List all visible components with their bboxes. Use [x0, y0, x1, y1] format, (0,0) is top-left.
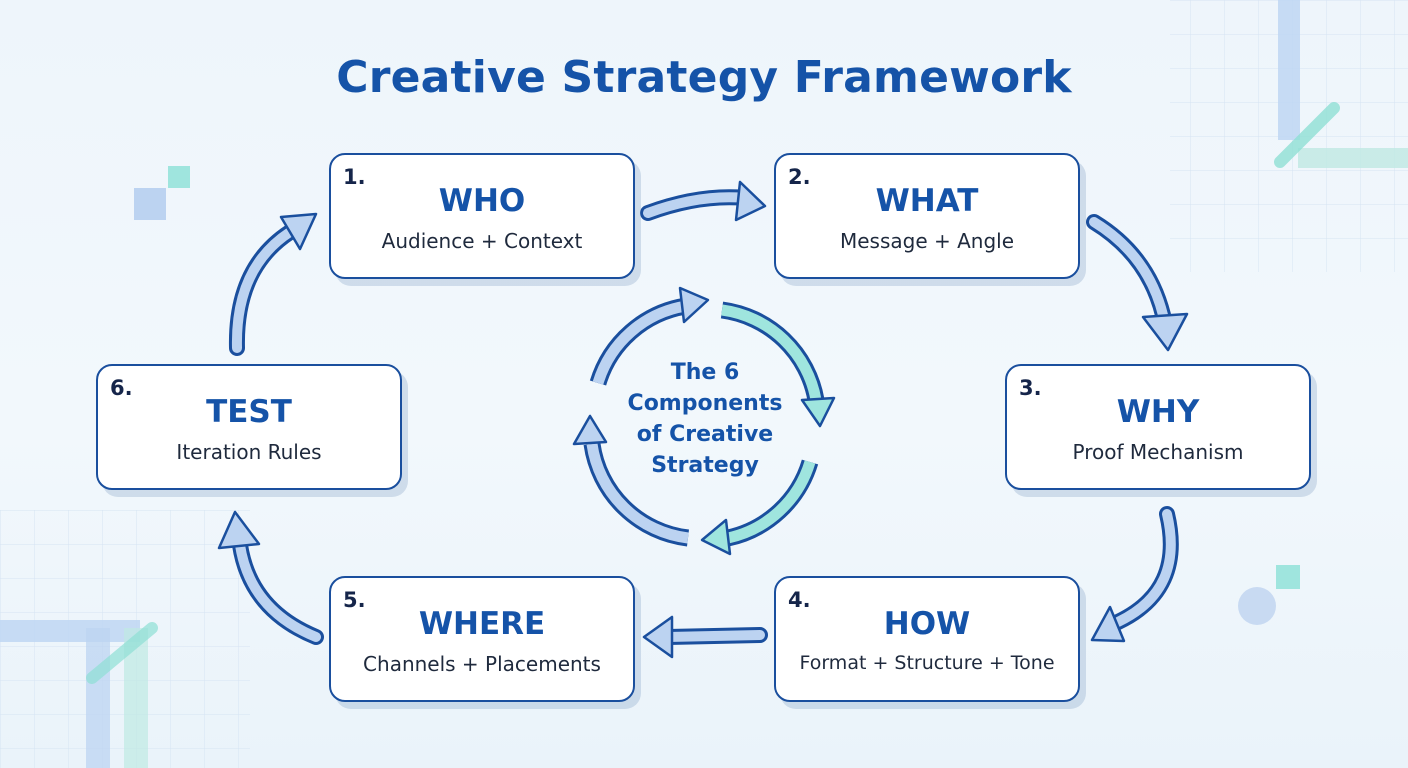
step-card-where: 5. WHERE Channels + Placements — [329, 576, 635, 702]
step-subtitle: Audience + Context — [381, 229, 583, 253]
step-card-why: 3. WHY Proof Mechanism — [1005, 364, 1311, 490]
grid-decoration-bottom-left — [0, 510, 250, 768]
center-label: The 6 Components of Creative Strategy — [604, 357, 806, 481]
step-number: 4. — [788, 588, 811, 612]
step-subtitle: Format + Structure + Tone — [799, 652, 1055, 674]
step-title: TEST — [206, 394, 292, 430]
outer-cycle-arrows — [217, 180, 1189, 659]
step-subtitle: Message + Angle — [839, 229, 1015, 253]
step-number: 2. — [788, 165, 811, 189]
arrow-cycle-icon — [572, 286, 836, 556]
step-subtitle: Proof Mechanism — [1072, 440, 1244, 464]
center-label-line: Components — [627, 391, 783, 416]
step-number: 1. — [343, 165, 366, 189]
step-subtitle: Iteration Rules — [176, 440, 322, 464]
step-title: WHAT — [875, 183, 979, 219]
step-card-how: 4. HOW Format + Structure + Tone — [774, 576, 1080, 702]
step-subtitle: Channels + Placements — [363, 652, 601, 676]
center-label-line: of Creative — [636, 422, 774, 447]
decorative-squares-right — [1238, 565, 1300, 625]
step-title: HOW — [883, 606, 971, 642]
arrow-2-to-3 — [1086, 214, 1171, 323]
step-number: 5. — [343, 588, 366, 612]
step-title: WHY — [1116, 394, 1200, 430]
step-title: WHERE — [418, 606, 546, 642]
step-card-who: 1. WHO Audience + Context — [329, 153, 635, 279]
decorative-squares-left — [134, 166, 190, 220]
grid-decoration-top-right — [1170, 0, 1408, 272]
step-card-what: 2. WHAT Message + Angle — [774, 153, 1080, 279]
step-card-test: 6. TEST Iteration Rules — [96, 364, 402, 490]
center-label-line: Strategy — [651, 453, 759, 478]
step-title: WHO — [438, 183, 526, 219]
center-label-line: The 6 — [670, 360, 740, 385]
step-number: 3. — [1019, 376, 1042, 400]
step-number: 6. — [110, 376, 133, 400]
page-title: Creative Strategy Framework — [336, 52, 1072, 103]
